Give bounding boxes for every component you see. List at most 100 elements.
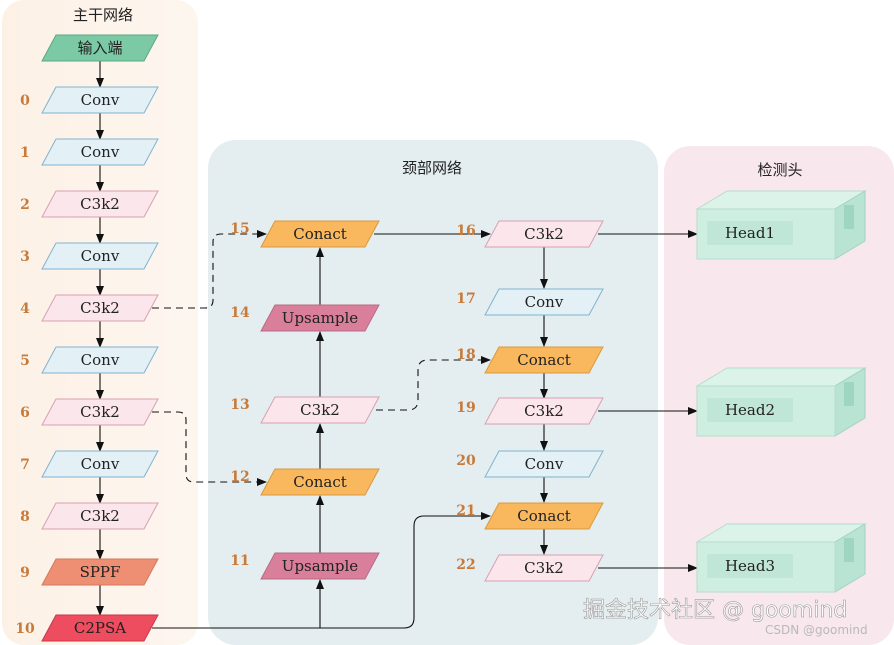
- backbone-node-5-shape: [41, 346, 159, 374]
- head-1: Head1: [695, 190, 867, 260]
- skip-4-to-15: [152, 230, 267, 309]
- backbone-node-7-shape: [41, 450, 159, 478]
- neck-node-19: C3k2: [484, 397, 604, 425]
- backbone-panel-title: 主干网络: [73, 6, 133, 24]
- neck-index-11: 11: [230, 553, 249, 569]
- neck-index-17: 17: [456, 291, 475, 307]
- neck-node-21-shape: [484, 502, 604, 530]
- watermark-sub: CSDN @goomind: [765, 623, 868, 637]
- neck-node-14-shape: [260, 304, 380, 332]
- neck-node-14-label: Upsample: [282, 309, 359, 327]
- head-3-side-slot: [844, 538, 854, 562]
- head-2-side-slot: [844, 382, 854, 406]
- head-3-label-plate: [707, 554, 793, 578]
- neck-node-20-shape: [484, 450, 604, 478]
- backbone-node-3-label: Conv: [81, 247, 120, 265]
- backbone-node-7-label: Conv: [81, 455, 120, 473]
- backbone-index-8: 8: [20, 509, 30, 525]
- backbone-node-0-label: Conv: [81, 91, 120, 109]
- backbone-node-7: Conv: [41, 450, 159, 478]
- neck-node-18-label: Conact: [517, 351, 571, 369]
- backbone-node-4: C3k2: [41, 294, 159, 322]
- neck-node-12-label: Conact: [293, 473, 347, 491]
- neck-panel-title: 颈部网络: [402, 159, 462, 177]
- neck-index-19: 19: [456, 400, 475, 416]
- backbone-node-9-label: SPPF: [80, 563, 121, 581]
- backbone-index-5: 5: [20, 353, 30, 369]
- neck-index-20: 20: [456, 453, 476, 469]
- neck-node-17-shape: [484, 288, 604, 316]
- input-node: 输入端: [41, 34, 159, 62]
- neck-node-13-label: C3k2: [300, 401, 340, 419]
- neck-node-14: Upsample: [260, 304, 380, 332]
- neck-node-22-label: C3k2: [524, 559, 564, 577]
- backbone-node-2: C3k2: [41, 190, 159, 218]
- backbone-node-8-shape: [41, 502, 159, 530]
- neck-node-16: C3k2: [484, 220, 604, 248]
- backbone-node-5-label: Conv: [81, 351, 120, 369]
- backbone-node-6: C3k2: [41, 398, 159, 426]
- backbone-node-6-shape: [41, 398, 159, 426]
- backbone-index-10: 10: [15, 621, 35, 637]
- backbone-node-0: Conv: [41, 86, 159, 114]
- neck-index-16: 16: [456, 223, 475, 239]
- neck-node-15: Conact: [260, 220, 380, 248]
- neck-index-18: 18: [456, 347, 475, 363]
- backbone-node-0-shape: [41, 86, 159, 114]
- backbone-node-10-shape: [41, 614, 159, 642]
- head-2-label-plate: [707, 398, 793, 422]
- neck-index-21: 21: [456, 503, 475, 519]
- neck-node-11: Upsample: [260, 552, 380, 580]
- backbone-index-7: 7: [20, 457, 30, 473]
- backbone-node-3: Conv: [41, 242, 159, 270]
- backbone-node-4-label: C3k2: [80, 299, 120, 317]
- head-1-label-plate: [707, 221, 793, 245]
- neck-node-16-shape: [484, 220, 604, 248]
- backbone-index-2: 2: [20, 197, 30, 213]
- backbone-node-1-label: Conv: [81, 143, 120, 161]
- neck-node-20: Conv: [484, 450, 604, 478]
- watermark-main: 掘金技术社区 @ goomind: [583, 598, 847, 623]
- head-2-label: Head2: [725, 401, 775, 419]
- backbone-index-3: 3: [20, 249, 30, 265]
- connectors: [96, 61, 698, 629]
- backbone-node-4-shape: [41, 294, 159, 322]
- head-panel-title: 检测头: [757, 161, 802, 179]
- neck-node-15-shape: [260, 220, 380, 248]
- neck-node-11-shape: [260, 552, 380, 580]
- skip-6-to-12: [152, 411, 267, 486]
- input-node-shape: [41, 34, 159, 62]
- neck-node-22: C3k2: [484, 554, 604, 582]
- neck-node-17-label: Conv: [525, 293, 564, 311]
- backbone-index-4: 4: [20, 301, 30, 317]
- neck-node-16-label: C3k2: [524, 225, 564, 243]
- head-1-label: Head1: [725, 224, 775, 242]
- neck-node-19-label: C3k2: [524, 402, 564, 420]
- neck-node-21: Conact: [484, 502, 604, 530]
- backbone-node-9-shape: [41, 558, 159, 586]
- neck-index-13: 13: [230, 397, 249, 413]
- neck-node-22-shape: [484, 554, 604, 582]
- head-2: Head2: [695, 367, 867, 437]
- backbone-node-9: SPPF: [41, 558, 159, 586]
- backbone-index-0: 0: [20, 93, 30, 109]
- backbone-node-10: C2PSA: [41, 614, 159, 642]
- backbone-node-3-shape: [41, 242, 159, 270]
- backbone-node-1-shape: [41, 138, 159, 166]
- input-node-label: 输入端: [77, 39, 122, 57]
- skip-13-to-18: [376, 356, 491, 411]
- nodes: 输入端Conv0Conv1C3k22Conv3C3k24Conv5C3k26Co…: [15, 34, 604, 642]
- neck-index-14: 14: [230, 305, 250, 321]
- neck-node-18-shape: [484, 346, 604, 374]
- backbone-node-2-label: C3k2: [80, 195, 120, 213]
- head-3: Head3: [695, 523, 867, 593]
- neck-node-17: Conv: [484, 288, 604, 316]
- head-1-side-slot: [844, 205, 854, 229]
- link-10-to-21: [320, 512, 491, 629]
- neck-index-22: 22: [456, 557, 475, 573]
- neck-node-13: C3k2: [260, 396, 380, 424]
- neck-node-13-shape: [260, 396, 380, 424]
- backbone-index-6: 6: [20, 405, 30, 421]
